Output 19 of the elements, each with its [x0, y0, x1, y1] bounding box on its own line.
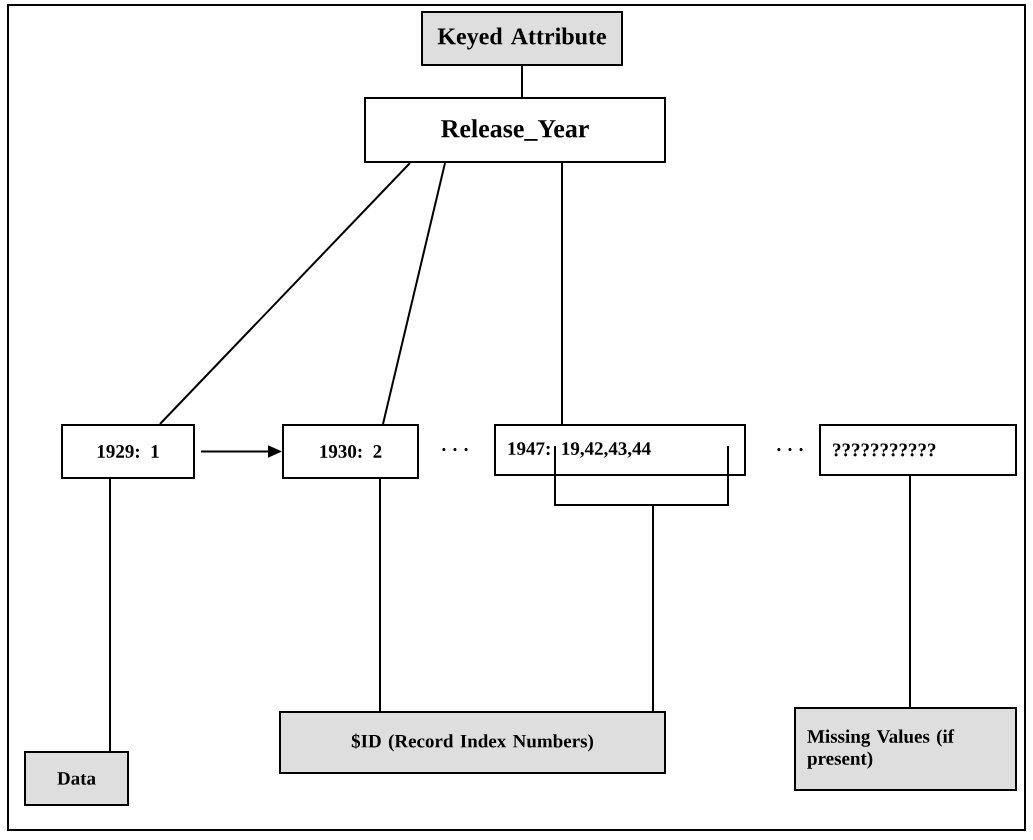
connector-line — [561, 162, 563, 425]
connector-line — [382, 162, 446, 425]
connector-line — [109, 478, 111, 752]
value-box: ??????????? — [819, 424, 1017, 476]
connector-line — [909, 475, 911, 708]
ellipsis: · · · — [442, 448, 468, 452]
value-box: 1947: 19,42,43,44 — [494, 424, 746, 476]
heading-box: Keyed Attribute — [421, 11, 623, 66]
value-box: 1930: 2 — [282, 424, 419, 479]
value-box: 1929: 1 — [61, 424, 195, 479]
heading-box: Data — [24, 751, 129, 806]
connector-line — [652, 505, 654, 712]
connector-line — [521, 65, 523, 98]
ellipsis: · · · — [777, 448, 803, 452]
connector-line — [379, 478, 381, 712]
heading-box: $ID (Record Index Numbers) — [279, 711, 666, 774]
connector-line — [159, 162, 411, 425]
value-box: Release_Year — [364, 97, 666, 163]
heading-box: Missing Values (if present) — [794, 707, 1017, 791]
